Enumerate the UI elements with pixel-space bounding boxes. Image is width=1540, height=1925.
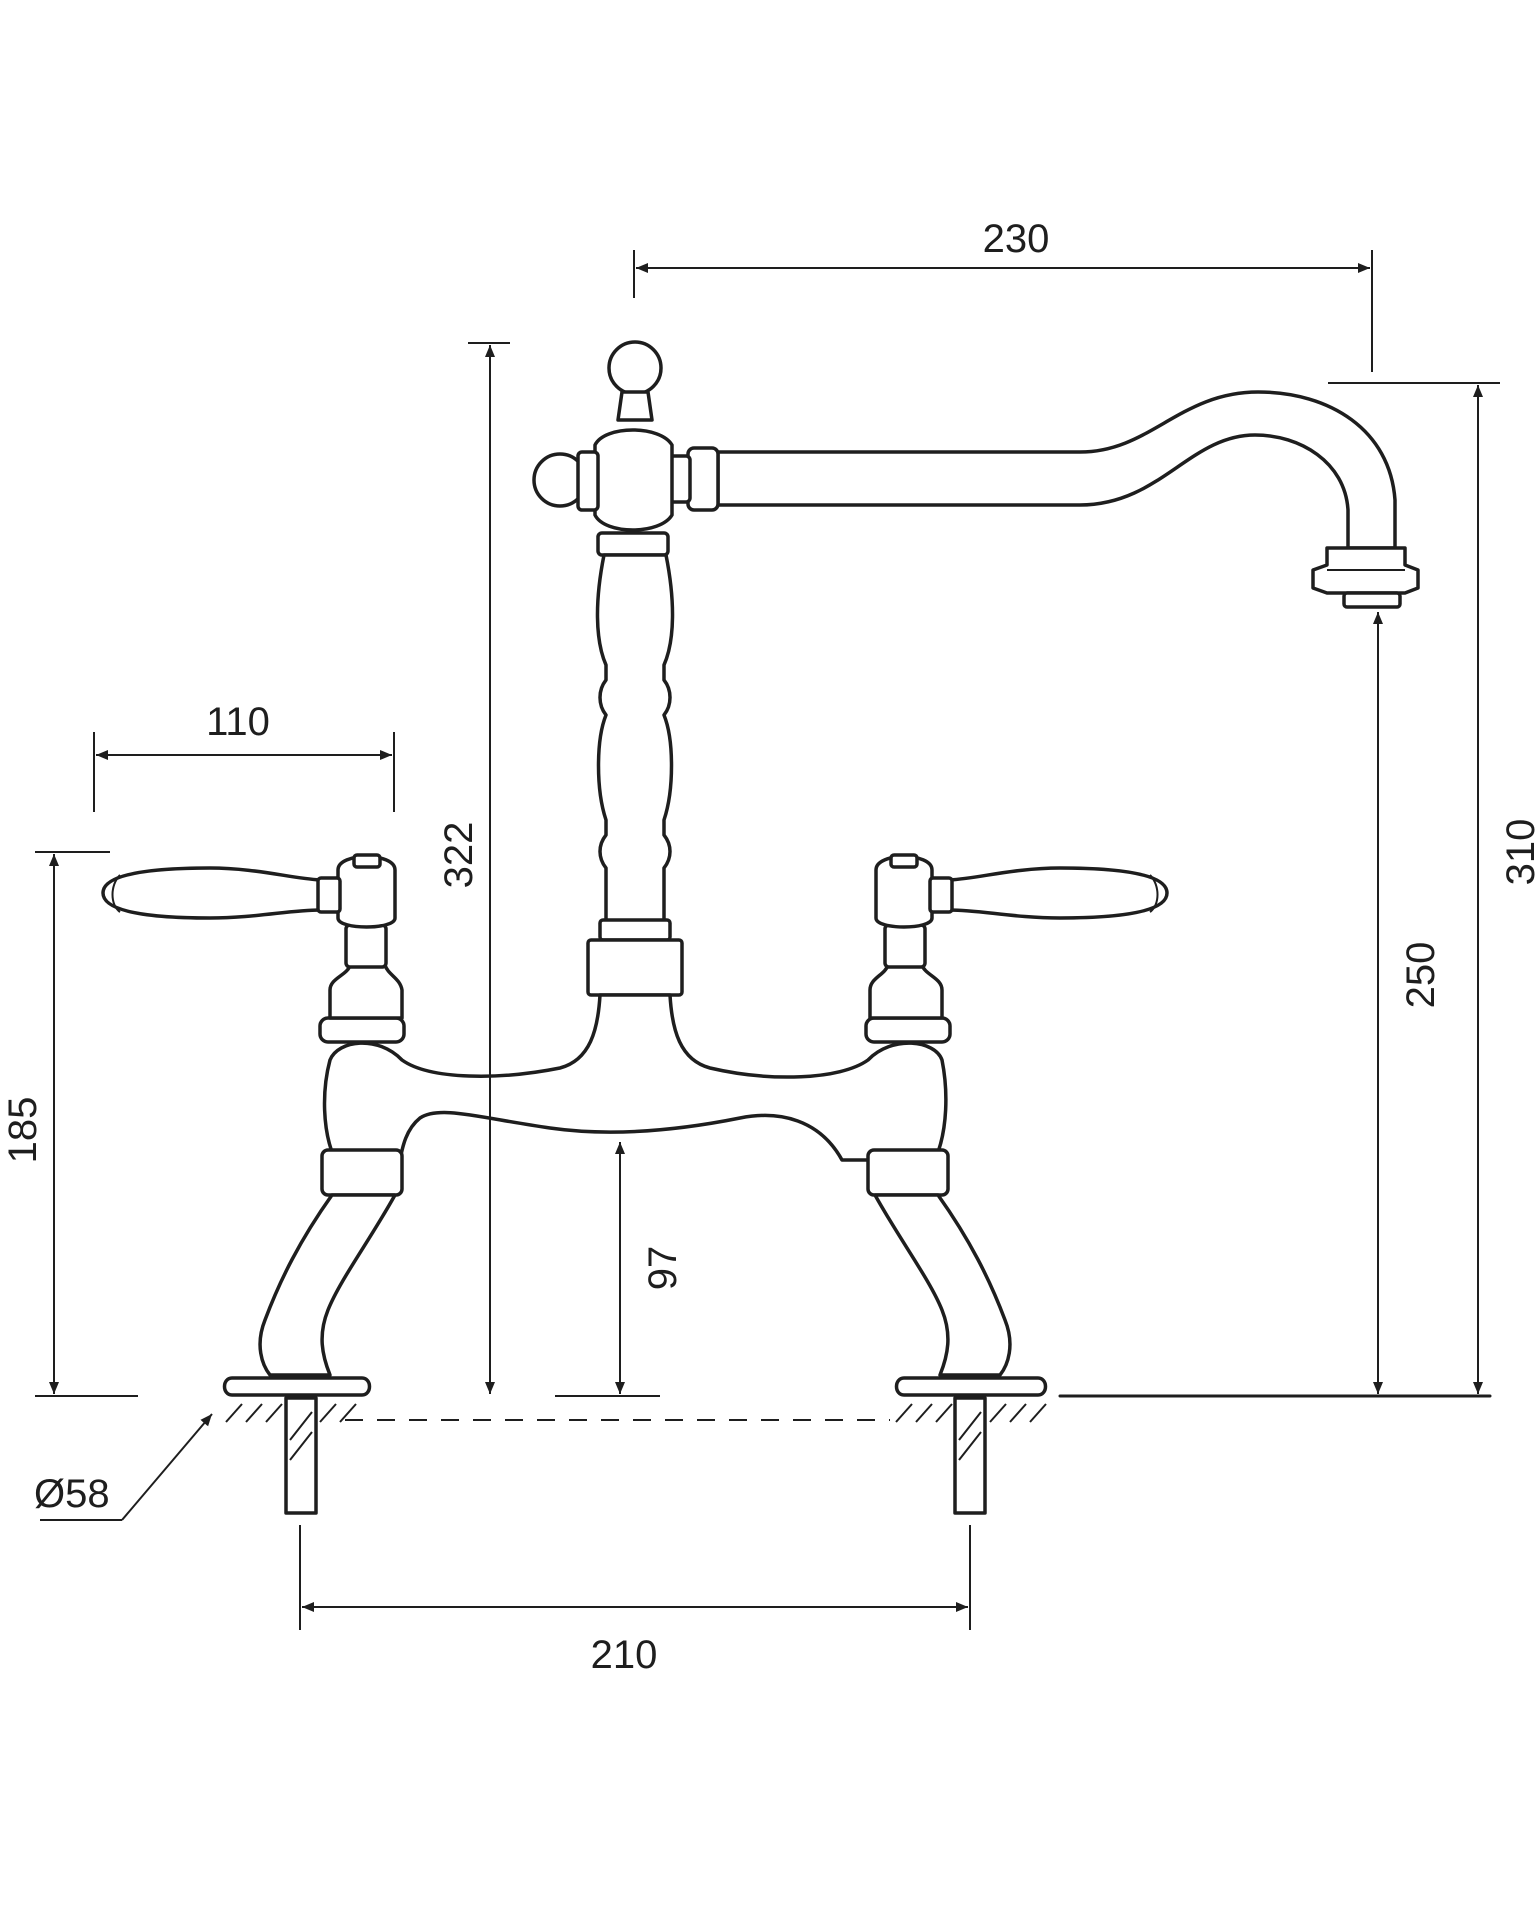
dim-handle-height: 185: [1, 1097, 45, 1164]
left-lever-cap: [352, 853, 382, 869]
hub-block: [593, 428, 674, 532]
right-valve-bonnet: [868, 963, 944, 1020]
deck-surface: [225, 1394, 1492, 1461]
dimension-labels: 230 322 310 250 110 185 97 Ø58 210: [1, 217, 1540, 1677]
dim-spout-outlet-height: 250: [1399, 942, 1443, 1009]
spout-collar: [686, 446, 720, 512]
dim-bridge-clearance: 97: [641, 1246, 685, 1291]
right-tail: [953, 1396, 987, 1515]
right-lever-stub: [928, 876, 954, 914]
dim-total-height: 322: [437, 822, 481, 889]
column-base-ring: [598, 918, 672, 942]
faucet-outline: [101, 340, 1420, 1515]
right-valve-ring: [864, 1016, 952, 1044]
right-deck-flange: [894, 1376, 1048, 1397]
top-finial: [607, 340, 663, 396]
left-lever-hub: [336, 854, 397, 929]
left-valve-bonnet: [328, 963, 404, 1020]
right-valve-stem: [883, 923, 927, 969]
hub-base-collar: [596, 531, 670, 557]
right-lever-cap: [889, 853, 919, 869]
dim-base-diameter: Ø58: [34, 1472, 110, 1516]
left-leg: [258, 1193, 397, 1377]
left-lever-handle: [101, 866, 340, 920]
column-base-block: [586, 938, 684, 997]
finial-neck: [616, 390, 654, 422]
left-valve-stem: [344, 923, 388, 969]
hub-left-stub: [576, 450, 600, 512]
left-tail: [284, 1396, 318, 1515]
aerator-tip: [1342, 591, 1402, 609]
left-deck-flange: [222, 1376, 372, 1397]
right-lever-handle: [930, 866, 1169, 920]
dim-tail-centres: 210: [591, 1633, 658, 1677]
right-lower-collar: [866, 1148, 950, 1197]
left-lower-collar: [320, 1148, 404, 1197]
spout-column: [595, 553, 675, 927]
right-leg: [873, 1193, 1012, 1377]
dim-spout-top-height: 310: [1499, 819, 1540, 886]
dimension-lines: [35, 250, 1500, 1630]
dim-lever-span: 110: [206, 700, 270, 744]
dim-spout-reach: 230: [983, 217, 1050, 261]
bridge-body: [322, 993, 948, 1162]
left-valve-ring: [318, 1016, 406, 1044]
spout: [716, 390, 1397, 550]
left-lever-stub: [316, 876, 342, 914]
